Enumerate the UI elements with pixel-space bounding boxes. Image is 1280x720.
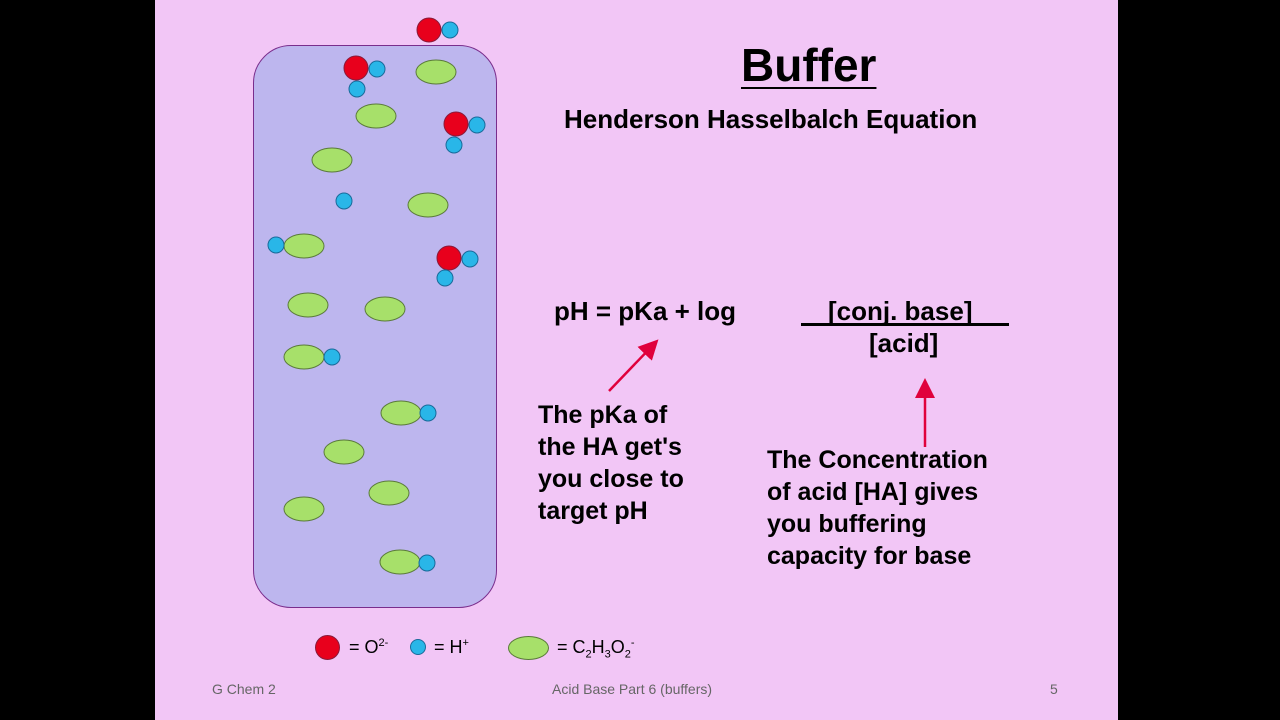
footer-course: G Chem 2: [212, 681, 276, 697]
legend: = O2- = H+ = C2H3O2-: [300, 630, 700, 666]
footer-lecture-title: Acid Base Part 6 (buffers): [552, 681, 712, 697]
equation-lhs: pH = pKa + log: [554, 296, 736, 327]
note-pka: The pKa of the HA get's you close to tar…: [538, 399, 684, 527]
slide-title: Buffer: [741, 38, 876, 92]
equation-denominator: [acid]: [869, 328, 938, 359]
hydrogen-legend-label: = H+: [434, 637, 469, 658]
beaker-container: [253, 45, 497, 608]
note-acid-concentration: The Concentration of acid [HA] gives you…: [767, 444, 988, 572]
fraction-bar: [801, 323, 1009, 326]
slide-subtitle: Henderson Hasselbalch Equation: [564, 104, 977, 135]
acetate-legend-icon: [508, 636, 549, 660]
acetate-legend-label: = C2H3O2-: [557, 637, 635, 661]
oxygen-legend-label: = O2-: [349, 637, 388, 658]
oxygen-legend-icon: [315, 635, 340, 660]
footer-slide-number: 5: [1050, 681, 1058, 697]
hydrogen-legend-icon: [410, 639, 426, 655]
